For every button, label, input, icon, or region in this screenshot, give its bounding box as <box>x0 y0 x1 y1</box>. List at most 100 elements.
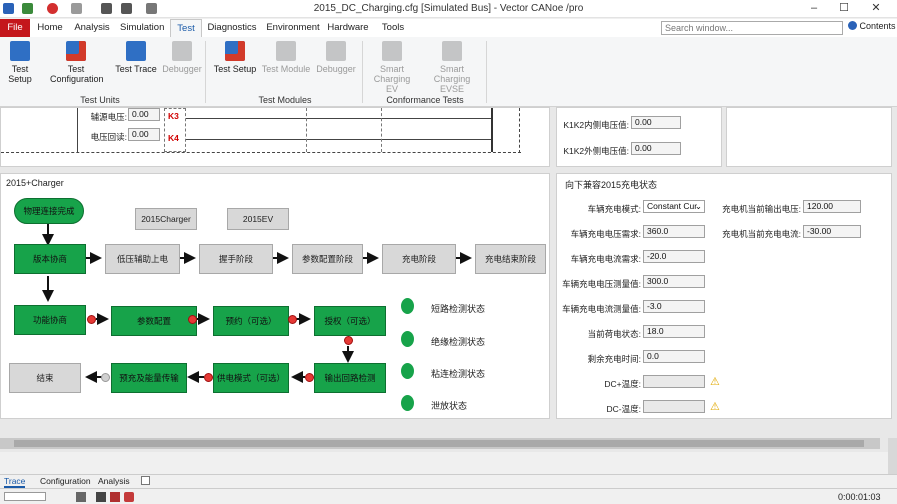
dc-minus-temp-field <box>643 400 705 413</box>
node-param-config-phase: 参数配置阶段 <box>292 244 363 274</box>
progress-box <box>4 492 46 501</box>
voltage-readback-field: 0.00 <box>128 128 160 141</box>
test-setup-unit-button[interactable]: Test Setup <box>0 41 40 84</box>
circuit-wire <box>491 108 493 152</box>
close-button[interactable]: ✕ <box>871 2 881 14</box>
relay-k4-label: K4 <box>168 133 179 143</box>
status-dot-red <box>288 315 297 324</box>
field-label: 剩余充电时间: <box>587 354 641 364</box>
node-authorization: 授权（可选） <box>314 306 386 336</box>
charging-mode-select[interactable]: Constant Cur⌄ <box>643 200 705 213</box>
status-bar: 0:00:01:03 <box>0 488 897 504</box>
tab-diagnostics[interactable]: Diagnostics <box>207 22 257 33</box>
group-separator <box>362 41 363 103</box>
node-precharge-energy: 预充及能量传输 <box>111 363 187 393</box>
save-icon[interactable] <box>101 3 112 14</box>
node-reservation: 预约（可选） <box>213 306 289 336</box>
debugger-module-button[interactable]: Debugger <box>316 41 356 74</box>
status-panel-title: 向下兼容2015充电状态 <box>565 180 658 190</box>
status-dot-gray <box>101 373 110 382</box>
test-trace-button[interactable]: Test Trace <box>113 41 159 74</box>
group-separator <box>205 41 206 103</box>
current-demand-field: -20.0 <box>643 250 705 263</box>
maximize-button[interactable]: ☐ <box>839 2 849 14</box>
tab-trace[interactable]: Trace <box>4 476 26 488</box>
test-module-button[interactable]: Test Module <box>260 41 312 74</box>
tab-tools[interactable]: Tools <box>381 22 405 33</box>
minimize-button[interactable]: – <box>810 2 818 14</box>
undo-icon[interactable] <box>22 3 33 14</box>
charging-flow-panel: 2015+Charger <box>0 173 550 419</box>
aux-voltage-field: 0.00 <box>128 108 160 121</box>
vertical-scrollbar[interactable] <box>888 438 897 474</box>
test-module-icon <box>276 41 296 61</box>
group-separator <box>486 41 487 103</box>
tab-environment[interactable]: Environment <box>266 22 320 33</box>
node-handshake: 握手阶段 <box>199 244 273 274</box>
field-label: 当前荷电状态: <box>587 329 641 339</box>
save-as-icon[interactable] <box>121 3 132 14</box>
discharge-label: 泄放状态 <box>431 401 468 411</box>
tab-test[interactable]: Test <box>170 19 202 37</box>
debugger-unit-button[interactable]: Debugger <box>162 41 202 74</box>
debugger-icon <box>326 41 346 61</box>
smart-charging-ev-button[interactable]: Smart Charging EV <box>366 41 418 94</box>
app-icon <box>3 3 14 14</box>
log-icon[interactable] <box>96 492 106 502</box>
tab-simulation[interactable]: Simulation <box>120 22 165 33</box>
status-dot-red <box>188 315 197 324</box>
search-input[interactable]: Search window... <box>661 21 843 35</box>
k1k2-outer-voltage-field: 0.00 <box>631 142 681 155</box>
group-label-test-units: Test Units <box>80 95 120 105</box>
tab-file[interactable]: File <box>0 19 30 37</box>
warning-icon: ⚠ <box>710 401 720 413</box>
ribbon: Test Setup Test Configuration Test Trace… <box>0 37 897 107</box>
voltage-demand-field: 360.0 <box>643 225 705 238</box>
k1k2-voltage-panel: K1K2内侧电压值: 0.00 K1K2外侧电压值: 0.00 <box>556 107 722 167</box>
measurement-time: 0:00:01:03 <box>838 492 881 502</box>
relay-box <box>164 108 186 152</box>
node-supply-mode: 供电模式（可选） <box>213 363 289 393</box>
node-charging-end-phase: 充电结束阶段 <box>475 244 546 274</box>
circuit-wire <box>186 118 491 119</box>
evse-charger-icon <box>442 41 462 61</box>
stop-icon[interactable] <box>47 3 58 14</box>
circuit-wire <box>186 139 491 140</box>
new-desktop-icon[interactable] <box>141 476 150 485</box>
current-measured-field: -3.0 <box>643 300 705 313</box>
status-dot-red <box>87 315 96 324</box>
warning-icon: ⚠ <box>710 376 720 388</box>
tab-configuration[interactable]: Configuration <box>40 476 91 486</box>
contents-button[interactable]: Contents <box>848 21 896 31</box>
circuit-border <box>381 108 382 152</box>
new-icon[interactable] <box>71 3 82 14</box>
tab-home[interactable]: Home <box>37 22 63 33</box>
flow-panel-title: 2015+Charger <box>6 178 64 188</box>
desktop-tabs: Trace Configuration Analysis <box>0 474 897 488</box>
title-bar: 2015_DC_Charging.cfg [Simulated Bus] - V… <box>0 0 897 18</box>
bus-icon[interactable] <box>110 492 120 502</box>
node-low-voltage-aux: 低压辅助上电 <box>105 244 180 274</box>
node-end: 结束 <box>9 363 81 393</box>
adhesion-label: 粘连检测状态 <box>431 369 486 379</box>
flow-arrows <box>42 224 472 383</box>
field-label: 充电机当前充电电流: <box>722 229 801 239</box>
horizontal-scrollbar[interactable] <box>0 438 880 449</box>
node-version-negotiation: 版本协商 <box>14 244 86 274</box>
tab-analysis[interactable]: Analysis <box>74 22 110 33</box>
tab-hardware[interactable]: Hardware <box>327 22 369 33</box>
smart-charging-evse-button[interactable]: Smart Charging EVSE <box>424 41 480 94</box>
tab-analysis-desktop[interactable]: Analysis <box>98 476 130 486</box>
short-circuit-led <box>401 298 414 314</box>
scrollbar-thumb[interactable] <box>14 440 864 447</box>
ribbon-tabs: File Home Analysis Simulation Test Diagn… <box>0 19 897 37</box>
test-configuration-button[interactable]: Test Configuration <box>46 41 106 84</box>
circuit-panel: 辅源电压: 0.00 电压回读: 0.00 K3 K4 <box>0 107 550 167</box>
stop-measurement-icon[interactable] <box>124 492 134 502</box>
voltage-measured-field: 300.0 <box>643 275 705 288</box>
circuit-border <box>519 108 520 153</box>
test-setup-icon <box>225 41 245 61</box>
grid-icon[interactable] <box>76 492 86 502</box>
test-setup-module-button[interactable]: Test Setup <box>212 41 258 74</box>
print-icon[interactable] <box>146 3 157 14</box>
